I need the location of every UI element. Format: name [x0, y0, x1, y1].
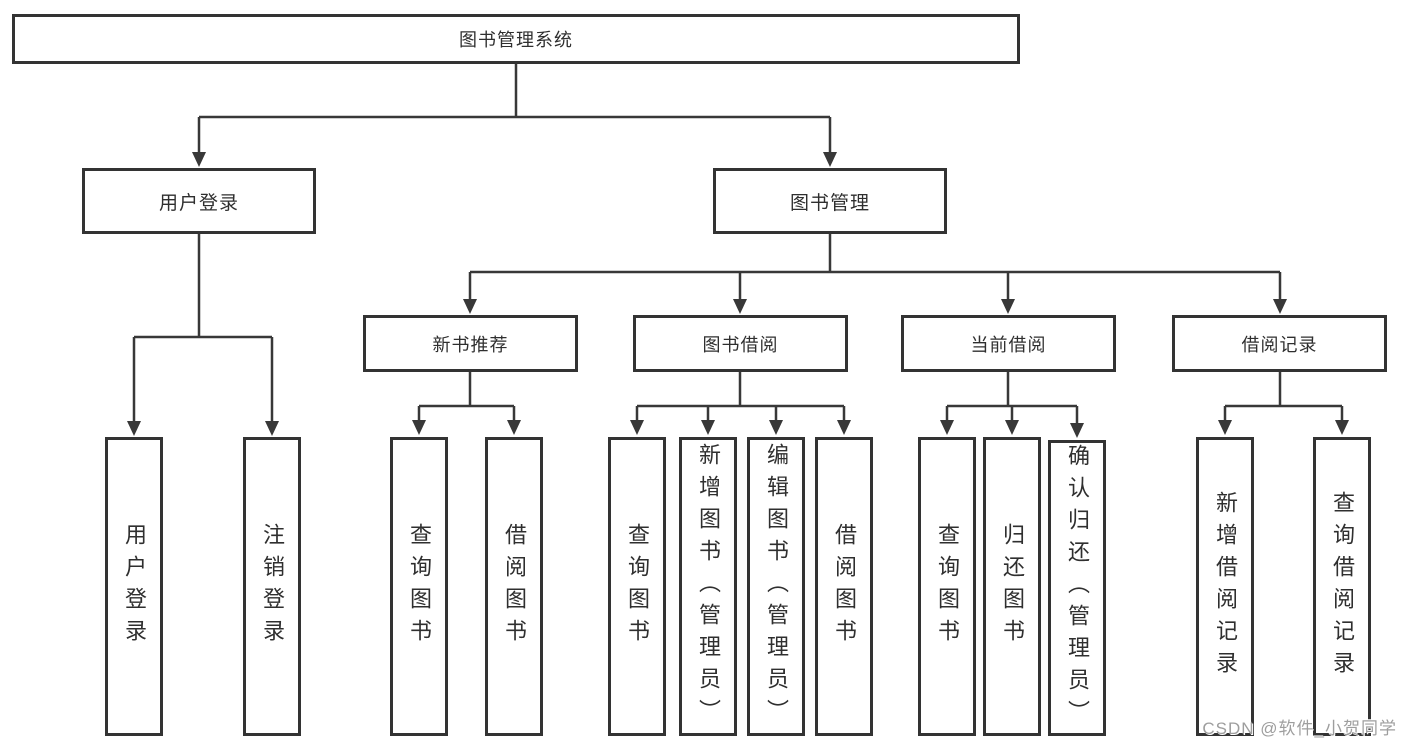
node-label: 确认归还（管理员）	[1065, 444, 1090, 732]
node-leaf-query-books-current: 查询图书	[918, 437, 976, 736]
node-leaf-borrow-books: 借阅图书	[815, 437, 873, 736]
node-leaf-return-books: 归还图书	[983, 437, 1041, 736]
node-user-login: 用户登录	[82, 168, 316, 234]
node-leaf-add-borrow-record: 新增借阅记录	[1196, 437, 1254, 736]
node-book-borrowing: 图书借阅	[633, 315, 848, 372]
node-label: 图书借阅	[702, 334, 779, 355]
node-borrow-records: 借阅记录	[1172, 315, 1387, 372]
node-label: 新书推荐	[432, 334, 509, 355]
node-current-borrowing: 当前借阅	[901, 315, 1116, 372]
node-label: 查询借阅记录	[1330, 490, 1355, 683]
node-label: 新增图书（管理员）	[696, 442, 721, 731]
arrowhead-icons	[127, 152, 1349, 438]
node-label: 用户登录	[122, 522, 147, 651]
csdn-watermark: CSDN @软件_小贺同学	[1202, 719, 1397, 738]
node-leaf-add-books-admin: 新增图书（管理员）	[679, 437, 737, 736]
node-label: 查询图书	[407, 522, 432, 651]
node-root-system: 图书管理系统	[12, 14, 1020, 64]
node-label: 查询图书	[935, 522, 960, 651]
node-label: 当前借阅	[970, 334, 1047, 355]
node-label: 图书管理	[789, 192, 870, 214]
node-new-book-recommend: 新书推荐	[363, 315, 578, 372]
node-label: 用户登录	[158, 192, 239, 214]
node-label: 借阅记录	[1241, 334, 1318, 355]
node-leaf-confirm-return-admin: 确认归还（管理员）	[1048, 440, 1106, 736]
node-label: 图书管理系统	[459, 30, 573, 50]
node-leaf-query-borrow-record: 查询借阅记录	[1313, 437, 1371, 736]
node-label: 新增借阅记录	[1213, 490, 1238, 683]
node-leaf-user-login: 用户登录	[105, 437, 163, 736]
node-label: 归还图书	[1000, 522, 1025, 651]
node-leaf-borrow-books-recommend: 借阅图书	[485, 437, 543, 736]
node-leaf-edit-books-admin: 编辑图书（管理员）	[747, 437, 805, 736]
node-book-management: 图书管理	[713, 168, 947, 234]
node-label: 借阅图书	[502, 522, 527, 651]
node-label: 注销登录	[260, 522, 285, 651]
node-label: 借阅图书	[832, 522, 857, 651]
node-leaf-query-books-borrowing: 查询图书	[608, 437, 666, 736]
node-leaf-query-books-recommend: 查询图书	[390, 437, 448, 736]
node-leaf-logout: 注销登录	[243, 437, 301, 736]
node-label: 查询图书	[625, 522, 650, 651]
node-label: 编辑图书（管理员）	[764, 442, 789, 731]
